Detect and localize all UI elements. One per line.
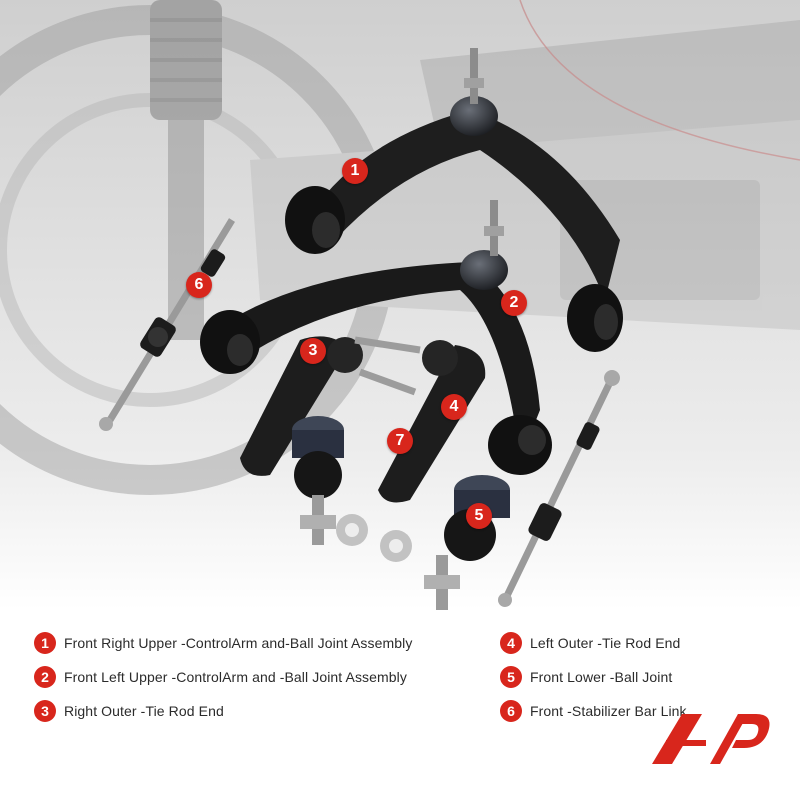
marker-4: 4 xyxy=(441,394,467,420)
legend-number: 5 xyxy=(500,666,522,688)
legend-item: 6 Front -Stabilizer Bar Link xyxy=(500,698,687,724)
legend-label: Front Lower -Ball Joint xyxy=(530,669,673,685)
parts-legend: 1 Front Right Upper -ControlArm and-Ball… xyxy=(0,618,800,800)
marker-1: 1 xyxy=(342,158,368,184)
marker-5: 5 xyxy=(466,503,492,529)
stabilizer-bar-link-left xyxy=(99,218,235,431)
brand-logo-icon xyxy=(652,714,770,764)
tie-rod-end-right xyxy=(240,336,421,476)
legend-label: Front Right Upper -ControlArm and-Ball J… xyxy=(64,635,413,651)
legend-item: 3 Right Outer -Tie Rod End xyxy=(34,698,224,724)
legend-number: 3 xyxy=(34,700,56,722)
marker-3: 3 xyxy=(300,338,326,364)
marker-6: 6 xyxy=(186,272,212,298)
legend-item: 4 Left Outer -Tie Rod End xyxy=(500,630,680,656)
legend-number: 4 xyxy=(500,632,522,654)
marker-2: 2 xyxy=(501,290,527,316)
legend-number: 2 xyxy=(34,666,56,688)
legend-label: Front Left Upper -ControlArm and -Ball J… xyxy=(64,669,407,685)
legend-number: 6 xyxy=(500,700,522,722)
lower-ball-joint-2 xyxy=(424,475,510,610)
lower-ball-joint-1 xyxy=(292,416,344,545)
background-vehicle xyxy=(0,0,800,495)
upper-control-arm-left xyxy=(200,200,552,475)
legend-label: Right Outer -Tie Rod End xyxy=(64,703,224,719)
tie-rod-end-left xyxy=(378,340,486,503)
legend-item: 5 Front Lower -Ball Joint xyxy=(500,664,672,690)
legend-number: 1 xyxy=(34,632,56,654)
parts-photo xyxy=(0,0,800,610)
background-scene xyxy=(0,0,800,610)
marker-7: 7 xyxy=(387,428,413,454)
washers xyxy=(336,514,412,562)
legend-label: Front -Stabilizer Bar Link xyxy=(530,703,687,719)
legend-item: 1 Front Right Upper -ControlArm and-Ball… xyxy=(34,630,412,656)
upper-control-arm-right xyxy=(285,48,623,352)
legend-item: 2 Front Left Upper -ControlArm and -Ball… xyxy=(34,664,407,690)
stabilizer-bar-link-right xyxy=(498,370,620,607)
legend-label: Left Outer -Tie Rod End xyxy=(530,635,681,651)
